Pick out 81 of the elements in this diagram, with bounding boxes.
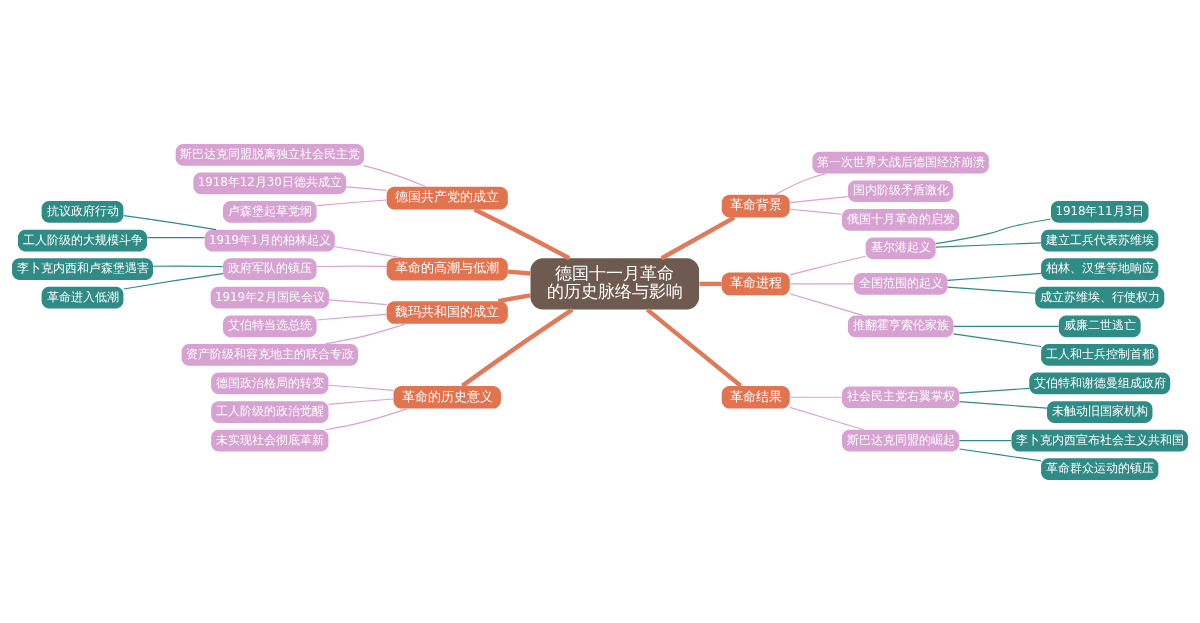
- node-box: 革命结果: [721, 385, 790, 409]
- connector: [507, 268, 531, 276]
- connector: [789, 406, 865, 430]
- connector: [362, 164, 427, 187]
- connector: [789, 255, 867, 275]
- node-box: 基尔港起义: [865, 237, 936, 259]
- node-box: 未实现社会彻底革新: [211, 429, 329, 451]
- connector: [645, 307, 743, 387]
- connector: [316, 313, 388, 321]
- node-box: 革命背景: [721, 194, 790, 217]
- node-box: 革命的高潮与低潮: [386, 257, 508, 280]
- node-box: 斯巴达克同盟脱离独立社会民主党: [175, 143, 364, 166]
- node-box: 推翻霍亨索伦家族: [847, 314, 954, 337]
- node-box: 革命群众运动的镇压: [1041, 457, 1159, 480]
- node-box: 全国范围的起义: [853, 272, 948, 295]
- connector: [947, 272, 1042, 281]
- node-box: 俄国十月革命的启发: [842, 208, 960, 231]
- node-box: 斯巴达克同盟的崛起: [842, 429, 960, 451]
- connector: [952, 332, 1042, 347]
- node-box: 社会民主党右翼掌权: [842, 385, 960, 408]
- connector: [958, 400, 1048, 409]
- connector: [952, 325, 1060, 327]
- node-box: 工人和士兵控制首都: [1041, 343, 1159, 366]
- node-box: 工人阶级的政治觉醒: [211, 400, 329, 423]
- connector: [328, 298, 388, 305]
- node-box: 德国政治格局的转变: [211, 372, 329, 394]
- connector: [316, 198, 388, 206]
- node-box: 1918年12月30日德共成立: [193, 172, 347, 194]
- node-box: 李卜克内西和卢森堡遇害: [12, 257, 153, 280]
- connector: [699, 281, 722, 286]
- node-box: 艾伯特当选总统: [223, 314, 317, 337]
- node-box: 资产阶级和容克地主的联合专政: [181, 343, 358, 366]
- node-box: 建立工兵代表苏维埃: [1041, 229, 1159, 251]
- node-box: 未触动旧国家机构: [1047, 400, 1153, 423]
- connector: [461, 307, 574, 388]
- connector: [935, 217, 1052, 244]
- node-box: 1919年2月国民会议: [210, 286, 329, 309]
- connector: [146, 236, 206, 238]
- connector: [473, 207, 571, 260]
- connector: [325, 407, 408, 430]
- connector: [123, 272, 224, 290]
- node-box: 魏玛共和国的成立: [386, 300, 508, 324]
- connector: [497, 292, 531, 303]
- node-box: 卢森堡起草党纲: [223, 200, 317, 223]
- connector: [328, 384, 394, 391]
- connector: [345, 185, 388, 191]
- node-box: 工人阶级的大规模斗争: [17, 229, 148, 251]
- connector: [789, 282, 855, 284]
- node-box: 革命进入低潮: [41, 286, 124, 309]
- node-box: 艾伯特和谢德曼组成政府: [1029, 372, 1171, 394]
- connector: [789, 195, 849, 203]
- connector: [958, 439, 1012, 441]
- connector: [324, 322, 407, 345]
- node-box: 德国共产党的成立: [386, 186, 508, 209]
- node-box: 革命进程: [721, 272, 790, 295]
- node-box: 李卜克内西宣布社会主义共和国: [1011, 429, 1188, 451]
- connector: [660, 215, 736, 260]
- connector: [958, 447, 1042, 461]
- node-box: 柏林、汉堡等地响应: [1041, 257, 1159, 280]
- connector: [152, 265, 224, 267]
- connector: [328, 397, 394, 405]
- connector: [958, 387, 1030, 394]
- node-box: 国内阶级矛盾激化: [847, 179, 954, 202]
- connector: [789, 292, 864, 316]
- connector: [123, 214, 217, 230]
- node-box: 政府军队的镇压: [223, 257, 317, 280]
- connector: [316, 265, 388, 267]
- connector: [935, 241, 1042, 248]
- node-box: 第一次世界大战后德国经济崩溃: [812, 151, 989, 173]
- node-box: 抗议政府行动: [41, 200, 124, 223]
- connector: [774, 172, 827, 195]
- connector: [334, 245, 402, 258]
- node-box: 成立苏维埃、行使权力: [1035, 286, 1165, 309]
- node-box: 1918年11月3日: [1050, 200, 1149, 223]
- connector: [789, 208, 843, 215]
- node-box: 革命的历史意义: [393, 385, 501, 409]
- node-box: 1919年1月的柏林起义: [204, 229, 335, 251]
- connector: [947, 286, 1036, 294]
- node-box: 威廉二世逃亡: [1058, 314, 1141, 337]
- connector: [789, 396, 843, 398]
- node-box: 德国十一月革命的历史脉络与影响: [530, 257, 700, 310]
